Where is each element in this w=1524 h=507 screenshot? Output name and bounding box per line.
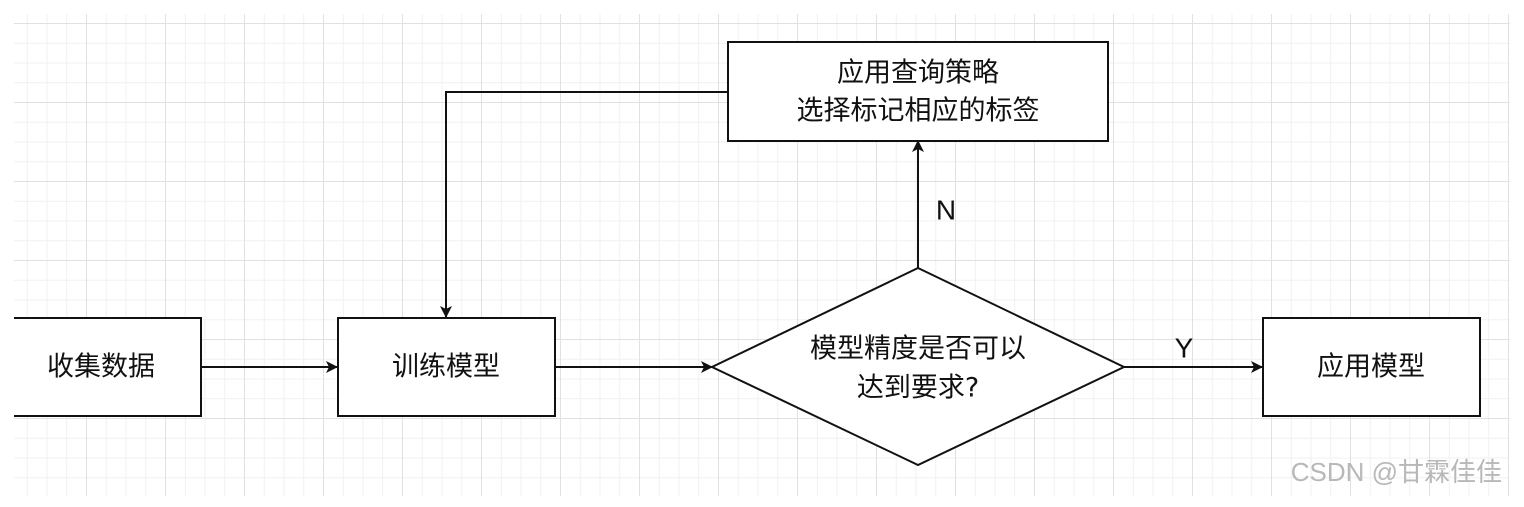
decision-label-line2: 达到要求? (857, 373, 979, 404)
train-model-label: 训练模型 (392, 352, 500, 383)
edge-query-to-train (440, 91, 728, 318)
edge-label-y: Y (1175, 333, 1194, 364)
accuracy-decision-node (709, 266, 1127, 467)
train-model-node (337, 317, 556, 417)
collect-data-node (14, 317, 202, 417)
query-strategy-node (727, 41, 1109, 142)
collect-data-label: 收集数据 (47, 352, 155, 383)
apply-model-node (1262, 317, 1481, 417)
edge-label-n: N (936, 195, 956, 226)
watermark: CSDN @甘霖佳佳 (1290, 457, 1502, 487)
decision-label-line1: 模型精度是否可以 (810, 334, 1026, 365)
query-strategy-line1: 应用查询策略 (837, 58, 999, 89)
query-strategy-line2: 选择标记相应的标签 (797, 96, 1040, 127)
apply-model-label: 应用模型 (1317, 352, 1425, 383)
